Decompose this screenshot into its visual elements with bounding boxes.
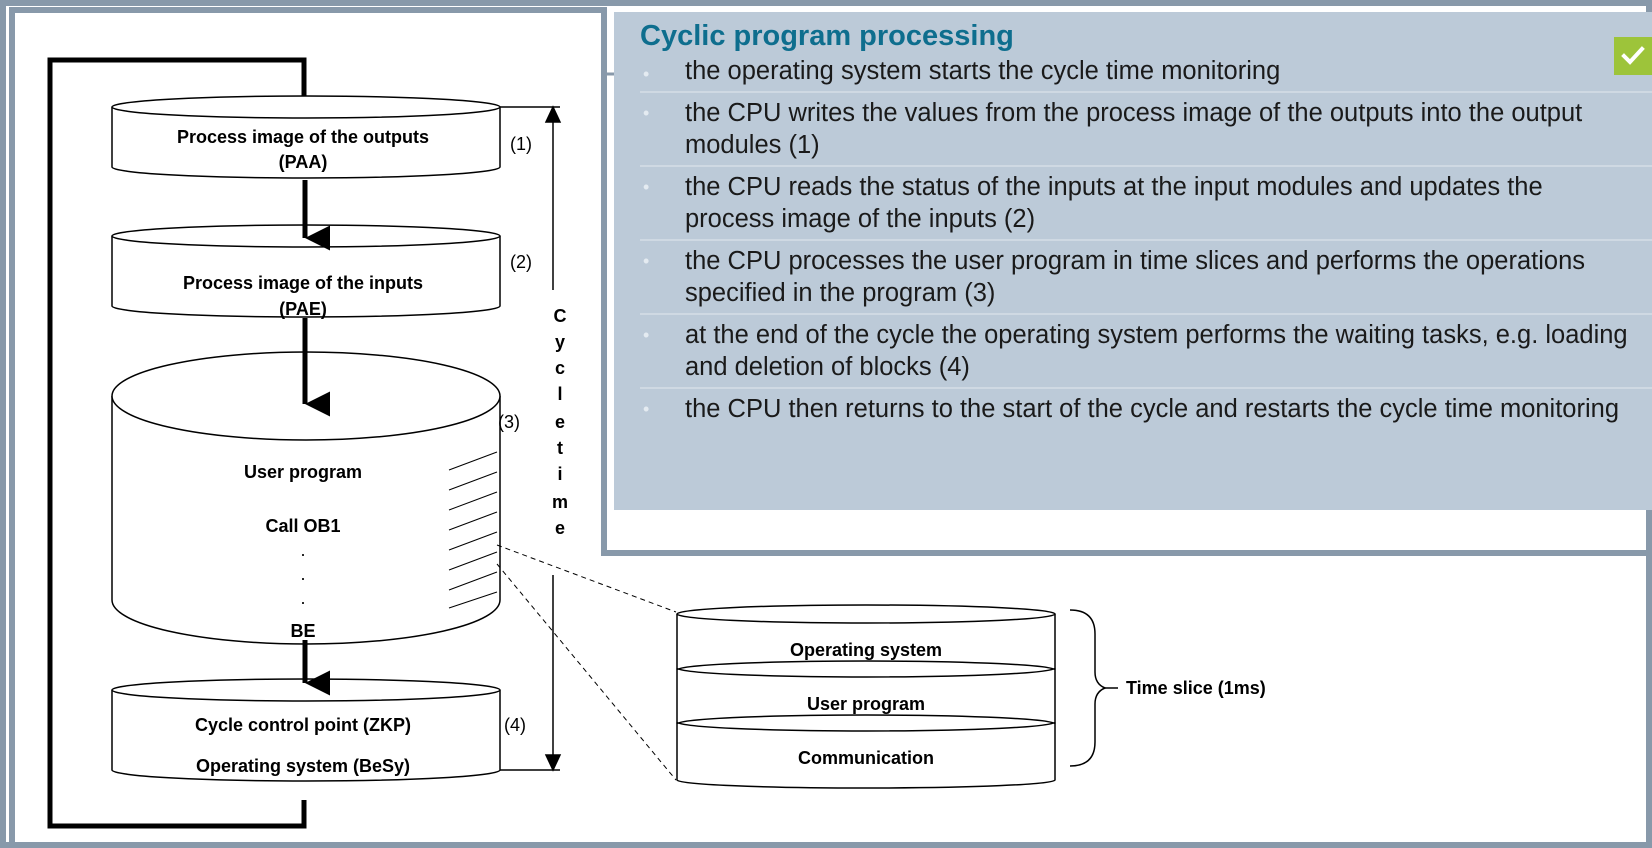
outputs-title: Process image of the outputs [177, 127, 429, 147]
info-bullet: the CPU processes the user program in ti… [640, 239, 1652, 313]
info-bullet-list: the operating system starts the cycle ti… [640, 54, 1652, 429]
block-end: BE [290, 621, 315, 641]
inputs-title: Process image of the inputs [183, 273, 423, 293]
info-panel: Cyclic program processing the operating … [614, 12, 1652, 510]
user-program-cylinder [111, 351, 501, 645]
cycle-time-letter: y [555, 332, 565, 352]
cycle-time-letter: t [557, 438, 563, 458]
cycle-time-letter: m [552, 492, 568, 512]
continuation-dot-3: . [300, 588, 305, 608]
slice-user-program: User program [807, 694, 925, 714]
info-bullet: the CPU then returns to the start of the… [640, 387, 1652, 429]
cycle-time-letter: C [554, 306, 567, 326]
control-point-title: Cycle control point (ZKP) [195, 715, 411, 735]
operating-system-title: Operating system (BeSy) [196, 756, 410, 776]
cycle-time-label: C y c l e t i m e [552, 306, 568, 538]
slice-communication: Communication [798, 748, 934, 768]
info-bullet: the CPU writes the values from the proce… [640, 91, 1652, 165]
cycle-time-letter: e [555, 412, 565, 432]
info-bullet: the operating system starts the cycle ti… [640, 54, 1652, 91]
cycle-time-letter: i [557, 464, 562, 484]
checkmark-badge[interactable] [1614, 37, 1652, 75]
diagram-frame [9, 7, 1652, 842]
marker-2: (2) [510, 252, 532, 272]
time-slice-hatch [448, 451, 498, 609]
time-slice-stack [676, 604, 1056, 789]
call-ob1: Call OB1 [265, 516, 340, 536]
marker-1: (1) [510, 134, 532, 154]
continuation-dot-2: . [300, 564, 305, 584]
cycle-time-dimension [500, 105, 562, 772]
inputs-abbr: (PAE) [279, 299, 327, 319]
outputs-abbr: (PAA) [279, 152, 328, 172]
info-title: Cyclic program processing [640, 20, 1014, 52]
outputs-cylinder [111, 95, 501, 179]
info-bullet: at the end of the cycle the operating sy… [640, 313, 1652, 387]
zoom-lines [496, 544, 677, 781]
cycle-time-letter: l [557, 384, 562, 404]
info-bullet: the CPU reads the status of the inputs a… [640, 165, 1652, 239]
continuation-dot-1: . [300, 540, 305, 560]
checkmark-icon [1621, 46, 1645, 65]
marker-3: (3) [498, 412, 520, 432]
cycle-time-letter: e [555, 518, 565, 538]
time-slice-brace [1069, 609, 1108, 767]
slice-operating-system: Operating system [790, 640, 942, 660]
marker-4: (4) [504, 715, 526, 735]
cycle-loop-line [47, 57, 307, 829]
user-program-title: User program [244, 462, 362, 482]
time-slice-label: Time slice (1ms) [1126, 678, 1266, 698]
cycle-time-letter: c [555, 358, 565, 378]
